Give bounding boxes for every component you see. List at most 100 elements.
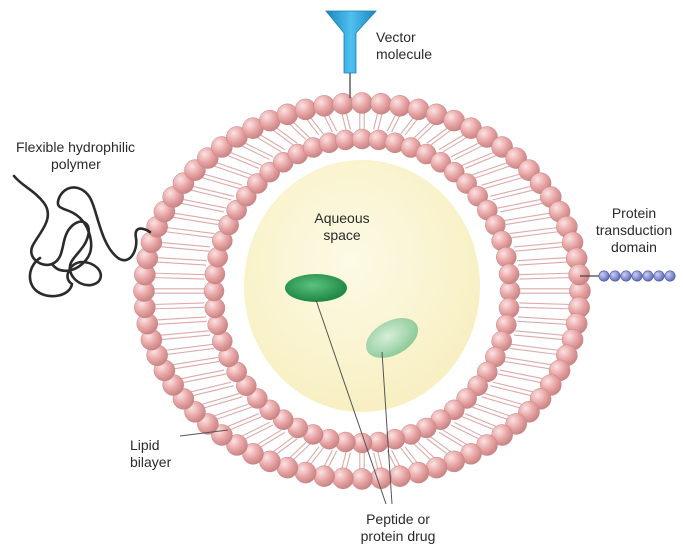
lipid-tail bbox=[323, 114, 332, 132]
lipid-head-outer bbox=[314, 95, 335, 116]
lipid-tail bbox=[465, 414, 498, 428]
lipid-tail bbox=[173, 213, 220, 221]
label-lipid-line2: bilayer bbox=[130, 454, 171, 471]
lipid-head-outer bbox=[389, 466, 410, 487]
lipid-tail bbox=[500, 203, 545, 212]
lipid-tail bbox=[504, 361, 551, 369]
lipid-tail bbox=[225, 414, 258, 428]
lipid-head-outer bbox=[426, 457, 447, 478]
protein-bead bbox=[610, 271, 620, 281]
polymer-chain bbox=[14, 176, 150, 296]
vector-molecule bbox=[326, 11, 376, 98]
lipid-tail bbox=[518, 262, 569, 265]
lipid-tail bbox=[181, 374, 226, 383]
lipid-tail bbox=[515, 331, 565, 336]
lipid-tail bbox=[378, 452, 383, 470]
lipid-tail bbox=[500, 370, 545, 379]
lipid-tail bbox=[506, 357, 553, 365]
lipid-tail bbox=[378, 112, 383, 130]
lipid-tail bbox=[518, 317, 569, 320]
lipid-tail bbox=[179, 370, 224, 379]
lipid-tail bbox=[173, 361, 220, 369]
lipid-tail bbox=[328, 451, 337, 469]
lipid-tail bbox=[498, 374, 543, 383]
lipid-tail bbox=[427, 439, 449, 455]
lipid-tail bbox=[517, 321, 568, 324]
lipid-head-outer bbox=[370, 468, 391, 489]
protein-bead bbox=[599, 271, 609, 281]
lipid-tail bbox=[191, 386, 234, 396]
lipid-tail bbox=[493, 382, 536, 392]
label-flexible-polymer: Flexible hydrophilic polymer bbox=[16, 139, 135, 173]
lipid-tail bbox=[156, 258, 207, 261]
lipid-head-outer bbox=[277, 104, 298, 125]
lipid-tail bbox=[153, 273, 205, 275]
lipid-tail bbox=[490, 186, 533, 196]
lipid-tail bbox=[514, 242, 564, 247]
label-protein-line2: transduction bbox=[588, 222, 680, 239]
lipid-tail bbox=[493, 190, 536, 200]
lipid-tail bbox=[504, 213, 551, 221]
lipid-head-outer bbox=[352, 469, 373, 490]
lipid-tail bbox=[275, 127, 297, 143]
lipid-tail bbox=[225, 155, 258, 169]
lipid-tail bbox=[189, 190, 232, 200]
label-vector-line1: Vector bbox=[376, 29, 432, 46]
lipid-tail bbox=[465, 155, 498, 169]
aqueous-core bbox=[244, 160, 480, 412]
protein-bead bbox=[665, 271, 675, 281]
lipid-head-outer bbox=[333, 468, 354, 489]
lipid-tail bbox=[179, 203, 224, 212]
label-aqueous-line2: space bbox=[307, 227, 377, 244]
lipid-tail bbox=[342, 452, 347, 470]
lipid-tail bbox=[498, 199, 543, 208]
label-polymer-line2: polymer bbox=[16, 156, 135, 173]
lipid-head-outer bbox=[569, 264, 590, 285]
lipid-tail bbox=[189, 382, 232, 392]
label-drug-line2: protein drug bbox=[348, 528, 448, 545]
lipid-head-inner bbox=[499, 264, 519, 284]
lipid-tail bbox=[431, 129, 453, 145]
lipid-tail bbox=[155, 317, 206, 320]
lipid-tail bbox=[171, 217, 218, 225]
protein-bead bbox=[632, 271, 642, 281]
protein-transduction-domain bbox=[580, 271, 675, 281]
peptide-drug-dark bbox=[285, 274, 347, 302]
lipid-tail bbox=[159, 247, 209, 252]
lipid-head-outer bbox=[352, 93, 373, 114]
lipid-tail bbox=[155, 262, 206, 265]
label-protein-domain: Protein transduction domain bbox=[588, 205, 680, 256]
lipid-tail bbox=[191, 186, 234, 196]
lipid-tail bbox=[328, 113, 337, 131]
label-vector-line2: molecule bbox=[376, 46, 432, 63]
lipid-tail bbox=[519, 273, 571, 275]
lipid-tail bbox=[431, 437, 453, 453]
label-protein-line3: domain bbox=[588, 239, 680, 256]
lipid-tail bbox=[240, 422, 270, 437]
lipid-head-outer bbox=[314, 466, 335, 487]
lipid-tail bbox=[515, 247, 565, 252]
lipid-head-outer bbox=[295, 462, 316, 483]
lipid-head-outer bbox=[389, 95, 410, 116]
lipid-tail bbox=[392, 450, 401, 468]
label-aqueous-space: Aqueous space bbox=[307, 210, 377, 244]
lipid-tail bbox=[171, 357, 218, 365]
lipid-tail bbox=[153, 278, 205, 280]
lipid-tail bbox=[346, 453, 351, 471]
lipid-tail bbox=[514, 335, 564, 340]
lipid-head-outer bbox=[295, 99, 316, 120]
lipid-tail bbox=[323, 450, 332, 468]
lipid-tail bbox=[490, 386, 533, 396]
lipid-tail bbox=[520, 278, 572, 280]
lipid-head-outer bbox=[408, 99, 429, 120]
lipid-head-outer bbox=[370, 93, 391, 114]
lipid-tail bbox=[159, 331, 209, 336]
lipid-tail bbox=[342, 112, 347, 130]
lipid-head-outer bbox=[408, 462, 429, 483]
label-lipid-bilayer: Lipid bilayer bbox=[130, 437, 171, 471]
lipid-tail bbox=[520, 303, 572, 305]
lipid-tail bbox=[374, 111, 379, 129]
lipid-tail bbox=[160, 335, 210, 340]
